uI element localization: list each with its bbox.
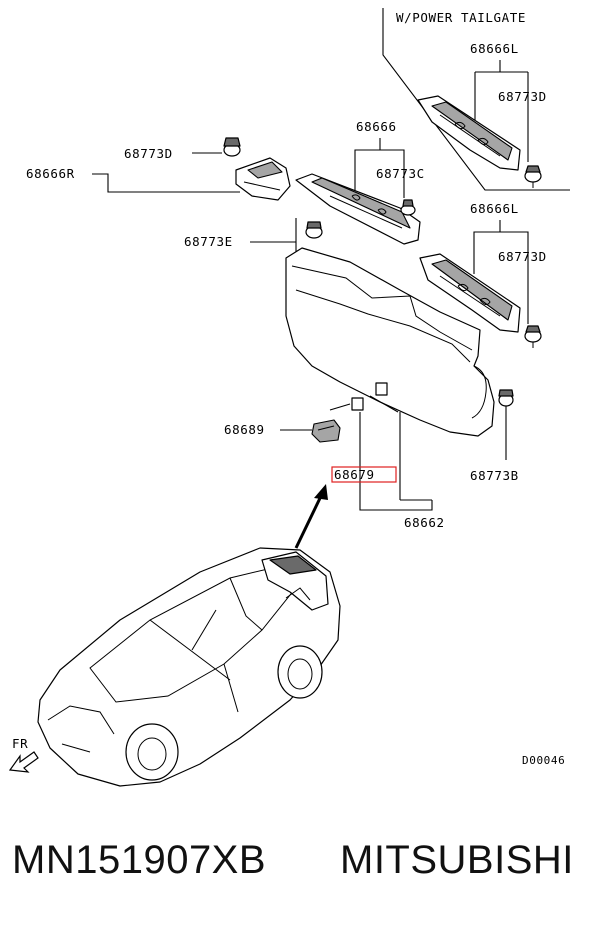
part-label-68773c: 68773C [376, 166, 425, 181]
front-indicator-label: FR [12, 736, 28, 751]
clip-68773d-left [223, 137, 241, 157]
tab-lower [351, 397, 364, 411]
vehicle-illustration [37, 547, 341, 787]
garnish-68666r-left [235, 157, 291, 201]
clip-68773c [400, 199, 416, 216]
tab-upper [375, 382, 388, 396]
part-label-68666r: 68666R [26, 166, 75, 181]
footer: MN151907XB MITSUBISHI [0, 838, 600, 908]
clip-68773d-upper [524, 165, 542, 188]
part-label-68666l-mid: 68666L [470, 201, 519, 216]
part-label-68666: 68666 [356, 119, 397, 134]
garnish-68666l-upper [417, 95, 521, 171]
part-label-68689: 68689 [224, 422, 265, 437]
part-label-68666l-top: 68666L [470, 41, 519, 56]
part-number: MN151907XB [12, 838, 267, 882]
part-label-68662: 68662 [404, 515, 445, 530]
highlight-box-68679 [331, 466, 397, 483]
variant-note-label: W/POWER TAILGATE [396, 10, 526, 25]
diagram-code: D00046 [522, 754, 565, 767]
part-label-68679: 68679 [334, 467, 375, 482]
garnish-68666l-lower [419, 253, 521, 333]
clip-68773d-mid [524, 325, 542, 348]
part-label-68773d-mid: 68773D [498, 249, 547, 264]
tailgate-trim-panel-68662 [285, 247, 495, 437]
part-label-68773d-top: 68773D [498, 89, 547, 104]
location-arrow [294, 484, 328, 549]
front-arrow-icon [8, 751, 39, 773]
garnish-68666-center [295, 173, 421, 245]
part-label-68773b: 68773B [470, 468, 519, 483]
part-label-68773e: 68773E [184, 234, 233, 249]
handle-68689 [311, 419, 341, 443]
clip-68773e [305, 221, 323, 239]
brand-name: MITSUBISHI [340, 838, 574, 882]
clip-68773b [498, 389, 514, 407]
part-label-68773d-left: 68773D [124, 146, 173, 161]
